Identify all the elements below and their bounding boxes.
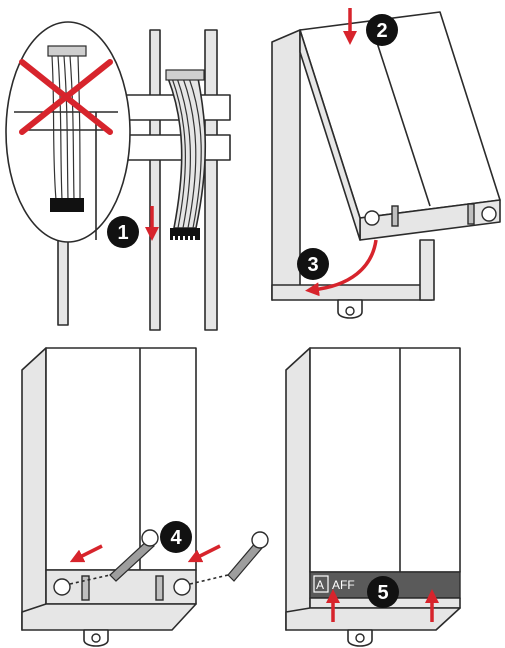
step-2-badge: 2 xyxy=(366,14,398,46)
step-3-badge: 3 xyxy=(297,248,329,280)
screw-icon xyxy=(189,531,269,585)
panel-step-4: 4 xyxy=(21,347,269,647)
cross-icon xyxy=(19,59,113,135)
step-1-number: 1 xyxy=(117,222,128,244)
arrow-curved-icon xyxy=(305,239,378,297)
ribbon-cable xyxy=(165,69,207,240)
panel-step-1: 1 xyxy=(5,21,231,331)
step-5-number: 5 xyxy=(377,582,388,604)
arrow-left-icon xyxy=(69,544,103,563)
step-2-number: 2 xyxy=(376,20,387,42)
panel-step-2-3: 2 3 xyxy=(271,8,501,319)
step-3-number: 3 xyxy=(307,254,318,276)
brand-logo xyxy=(313,575,329,593)
brand-label: AFF xyxy=(332,578,355,592)
arrow-left-icon xyxy=(187,544,221,563)
step-5-badge: 5 xyxy=(367,576,399,608)
magnifier-wrong xyxy=(5,21,131,243)
cover xyxy=(299,11,501,241)
panel-step-5: A AFF 5 xyxy=(285,347,461,647)
screw-icon xyxy=(69,529,159,585)
brand-logo-letter: A xyxy=(316,578,324,592)
step-4-number: 4 xyxy=(170,527,182,549)
step-4-badge: 4 xyxy=(160,521,192,553)
step-1-badge: 1 xyxy=(107,216,139,248)
